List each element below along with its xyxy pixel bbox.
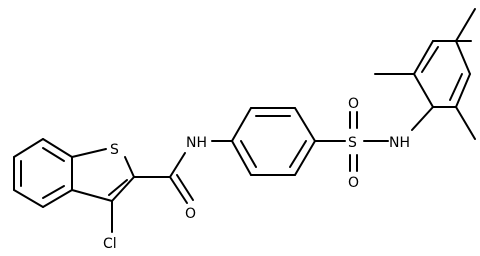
amide-group: [133, 152, 194, 204]
sulfonamide-aryl-bond: [411, 106, 434, 131]
mesityl-ring: [413, 40, 472, 108]
sulfonyl-group: [314, 111, 389, 172]
phenylene-ring: [231, 107, 316, 176]
atom-s-ring: S: [110, 142, 119, 158]
atom-cl: Cl: [103, 236, 117, 252]
atom-o-carbonyl: O: [185, 206, 196, 222]
thiophene-ring: [71, 148, 135, 202]
benzo-ring: [13, 138, 73, 208]
atom-o-sulfonyl-bottom: O: [348, 175, 359, 191]
atom-s-sulfonyl: S: [348, 135, 357, 151]
methyl-groups: [374, 8, 476, 140]
mesityl-ring-right: [432, 40, 471, 108]
atom-o-sulfonyl-top: O: [348, 96, 359, 112]
atom-nh-sulfonamide: NH: [389, 135, 410, 151]
atom-nh-amide: NH: [186, 135, 207, 151]
